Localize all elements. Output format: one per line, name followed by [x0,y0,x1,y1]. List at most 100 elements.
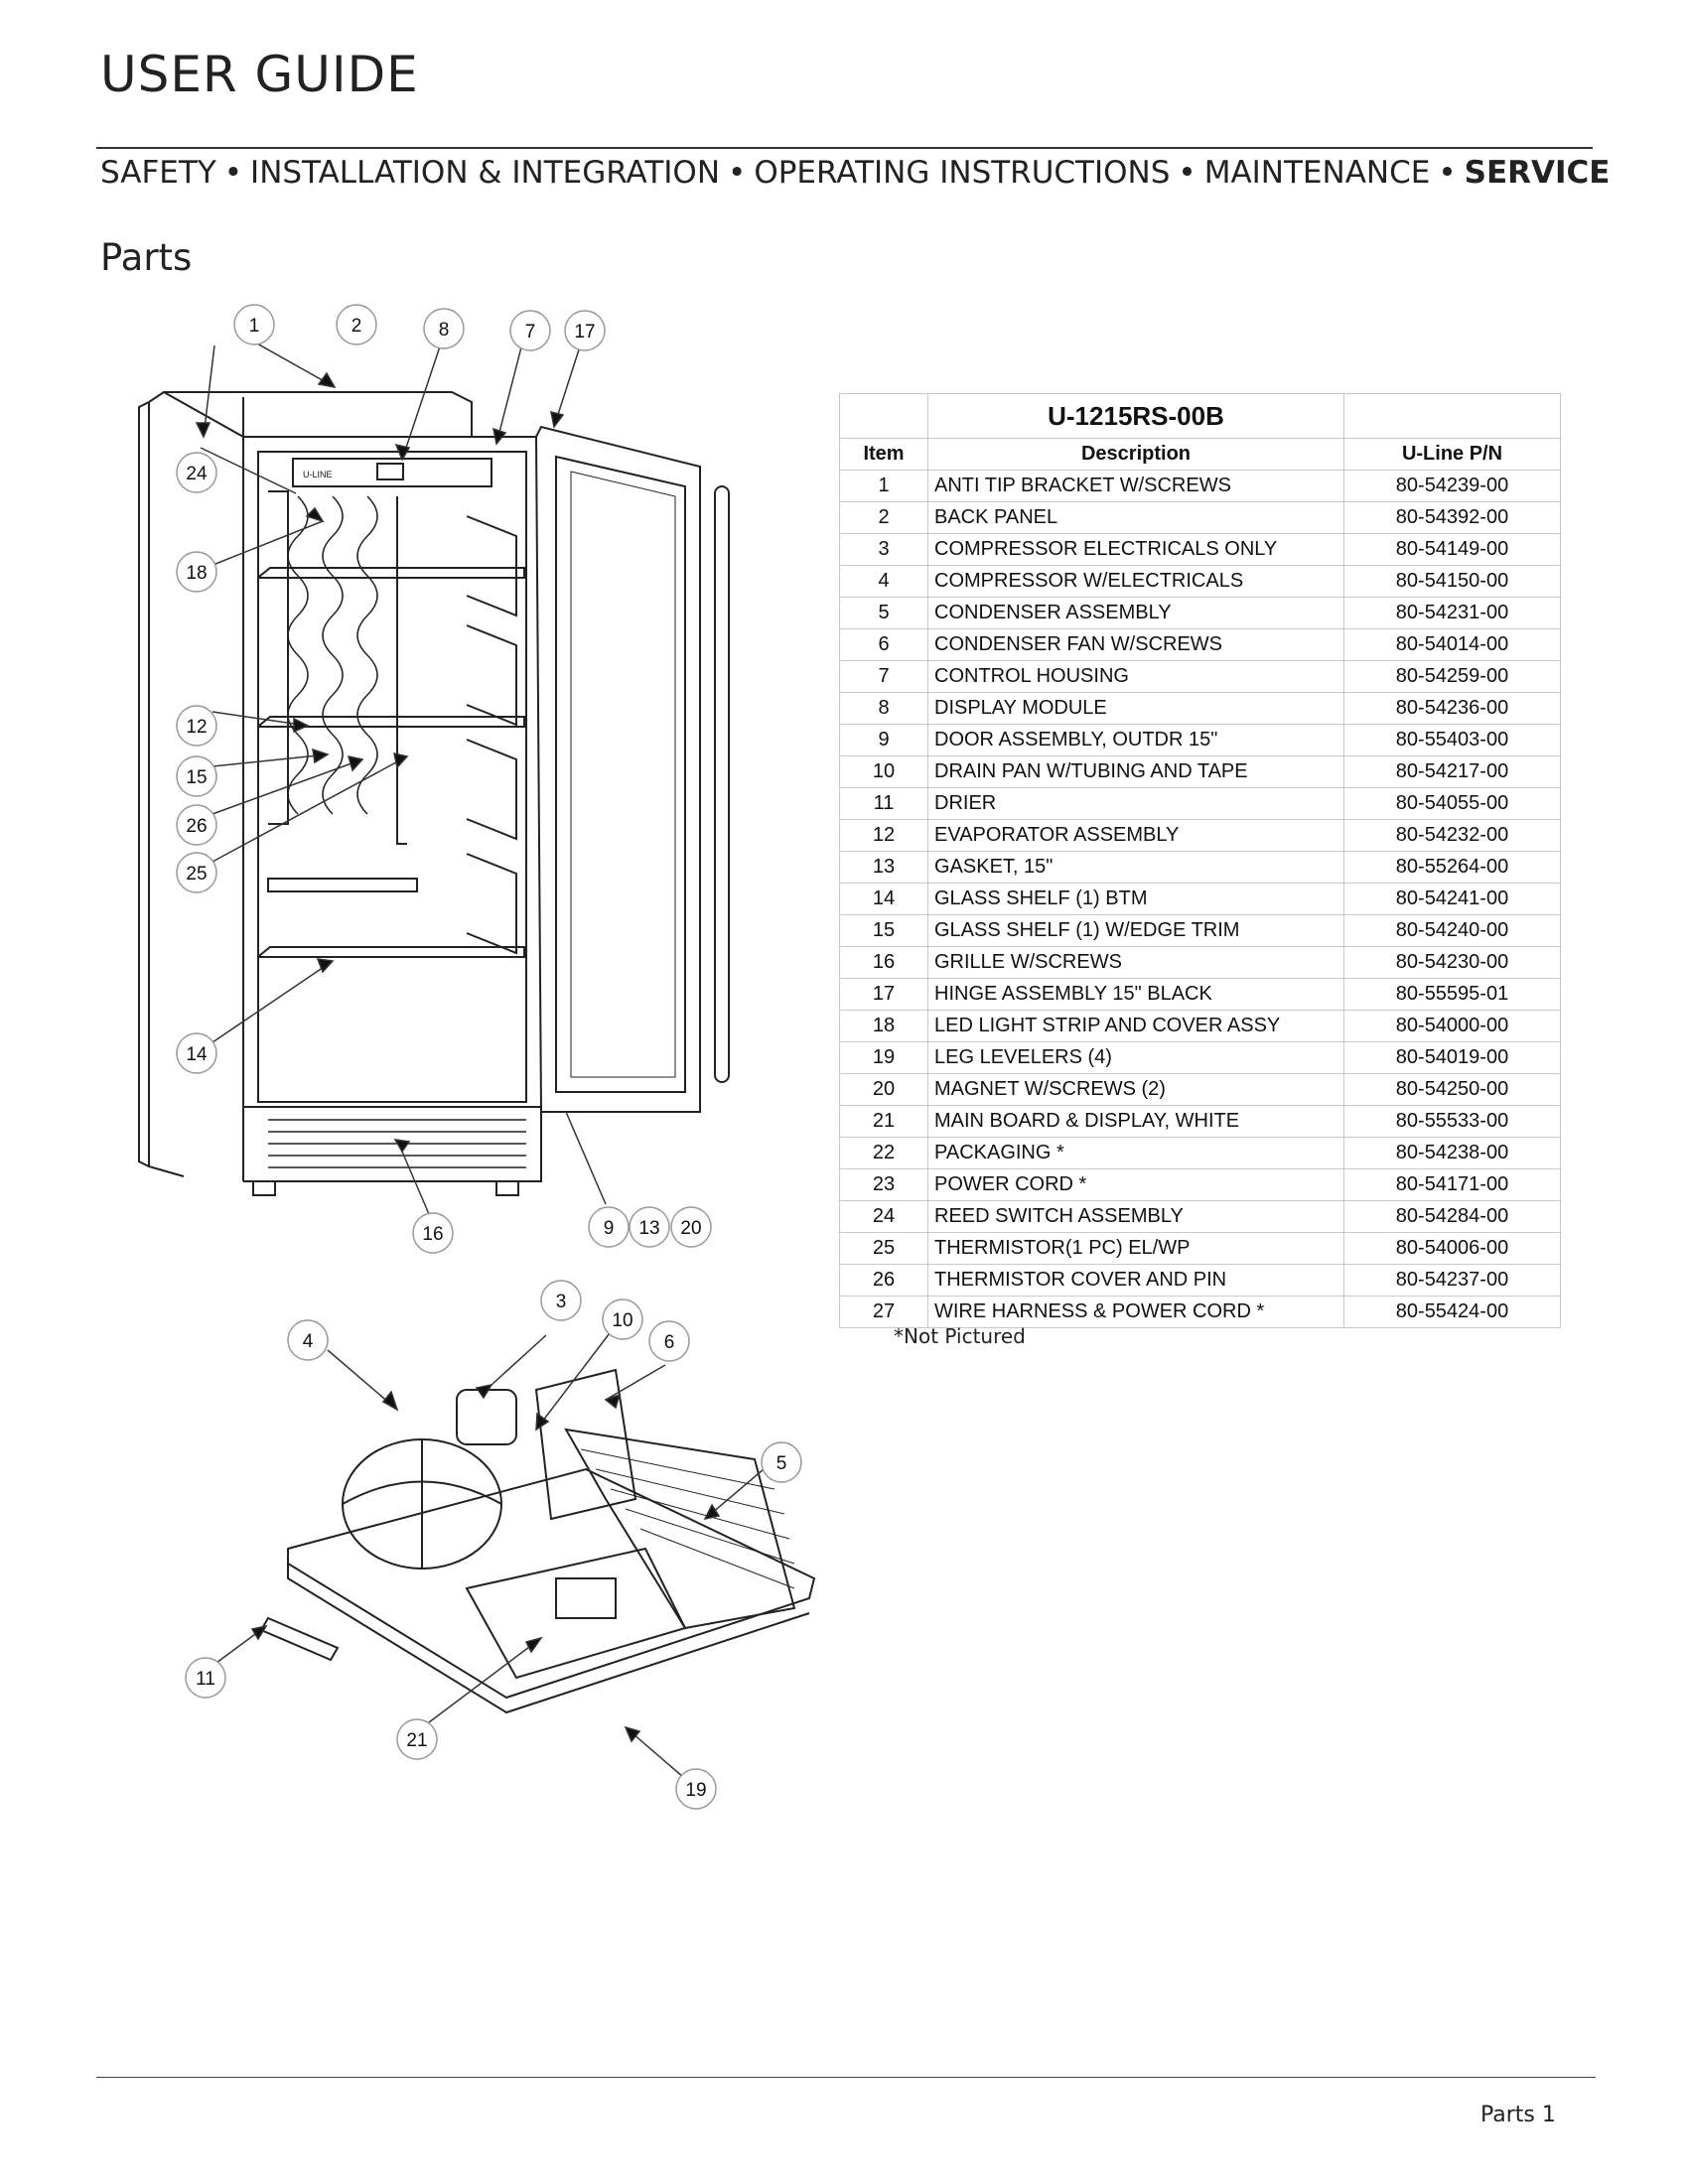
guide-title: USER GUIDE [100,46,419,103]
part-number: 80-54259-00 [1343,660,1561,693]
part-description: CONDENSER ASSEMBLY [927,597,1344,629]
part-item-number: 4 [839,565,928,598]
part-item-number: 17 [839,978,928,1011]
footer-rule [96,2077,1596,2078]
part-description: THERMISTOR(1 PC) EL/WP [927,1232,1344,1265]
svg-text:17: 17 [574,322,595,342]
part-number: 80-54240-00 [1343,914,1561,947]
part-item-number: 11 [839,787,928,820]
part-description: WIRE HARNESS & POWER CORD * [927,1296,1344,1328]
svg-text:2: 2 [352,316,362,337]
part-description: POWER CORD * [927,1168,1344,1201]
svg-text:6: 6 [664,1332,675,1353]
part-description: DRAIN PAN W/TUBING AND TAPE [927,755,1344,788]
part-description: LED LIGHT STRIP AND COVER ASSY [927,1010,1344,1042]
part-description: DISPLAY MODULE [927,692,1344,725]
part-number: 80-54236-00 [1343,692,1561,725]
callout-18: 18 [176,551,217,593]
part-number: 80-54149-00 [1343,533,1561,566]
part-description: REED SWITCH ASSEMBLY [927,1200,1344,1233]
part-number: 80-55403-00 [1343,724,1561,756]
callout-12: 12 [176,705,217,747]
nav-operating: OPERATING INSTRUCTIONS [754,155,1171,191]
unit-callouts: 1 2 8 7 17 24 18 12 15 26 25 14 16 9 13 … [176,304,712,1254]
part-description: EVAPORATOR ASSEMBLY [927,819,1344,852]
part-description: PACKAGING * [927,1137,1344,1169]
callout-9: 9 [588,1206,630,1248]
svg-text:8: 8 [439,320,450,341]
callout-13: 13 [629,1206,670,1248]
part-number: 80-54232-00 [1343,819,1561,852]
part-item-number: 2 [839,501,928,534]
part-item-number: 1 [839,470,928,502]
part-item-number: 3 [839,533,928,566]
svg-text:15: 15 [186,767,207,788]
part-number: 80-55424-00 [1343,1296,1561,1328]
callout-16: 16 [412,1212,454,1254]
callout-4: 4 [287,1319,329,1361]
model-blank-cell [1343,393,1561,439]
part-description: ANTI TIP BRACKET W/SCREWS [927,470,1344,502]
part-description: BACK PANEL [927,501,1344,534]
section-title: Parts [100,236,193,279]
parts-table: U-1215RS-00B Item Description U-Line P/N… [839,393,1561,1328]
base-leader-lines [215,1324,771,1778]
nav-separator: • [1438,155,1457,191]
unit-cabinet-drawing: U-LINE [138,391,730,1196]
svg-text:4: 4 [303,1331,314,1352]
unit-logo: U-LINE [303,470,333,479]
svg-text:21: 21 [406,1730,427,1751]
part-number: 80-54237-00 [1343,1264,1561,1297]
part-item-number: 19 [839,1041,928,1074]
nav-maintenance: MAINTENANCE [1203,155,1431,191]
svg-text:5: 5 [776,1453,787,1474]
callout-25: 25 [176,852,217,893]
part-number: 80-54055-00 [1343,787,1561,820]
svg-text:7: 7 [525,322,536,342]
column-header-row: Item Description U-Line P/N [839,438,1561,471]
part-number: 80-55533-00 [1343,1105,1561,1138]
part-item-number: 13 [839,851,928,884]
not-pictured-note: *Not Pictured [894,1324,1026,1348]
part-item-number: 24 [839,1200,928,1233]
parts-diagram: U-LINE [138,304,816,1810]
part-number: 80-55595-01 [1343,978,1561,1011]
part-item-number: 16 [839,946,928,979]
part-description: GASKET, 15" [927,851,1344,884]
part-item-number: 27 [839,1296,928,1328]
svg-text:19: 19 [685,1780,706,1801]
svg-text:1: 1 [249,316,260,337]
part-number: 80-54150-00 [1343,565,1561,598]
part-item-number: 14 [839,883,928,915]
svg-text:20: 20 [680,1218,701,1239]
base-assembly-drawing [259,1368,816,1714]
part-item-number: 18 [839,1010,928,1042]
model-row: U-1215RS-00B [839,393,1561,439]
callout-3: 3 [540,1280,582,1321]
part-number: 80-54241-00 [1343,883,1561,915]
callout-17: 17 [564,310,606,351]
model-blank-cell [839,393,928,439]
part-description: CONDENSER FAN W/SCREWS [927,628,1344,661]
part-item-number: 10 [839,755,928,788]
svg-text:13: 13 [638,1218,659,1239]
